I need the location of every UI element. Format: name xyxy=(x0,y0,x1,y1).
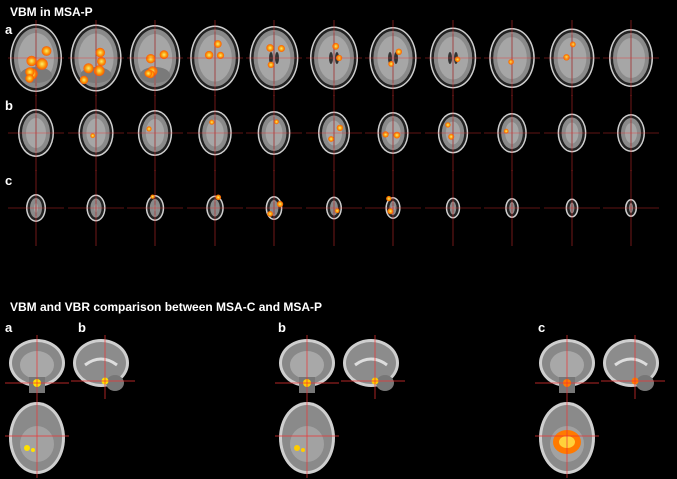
section-title-vbm-msa-p: VBM in MSA-P xyxy=(10,5,93,19)
coronal-view xyxy=(535,335,599,399)
axial-slice xyxy=(603,20,659,96)
row-label-a: a xyxy=(5,22,13,37)
row-label-c: c xyxy=(5,173,13,188)
axial-slice xyxy=(543,170,600,246)
axial-slice xyxy=(186,170,243,246)
slice-row-b xyxy=(0,95,677,175)
coronal-view xyxy=(5,335,69,399)
axial-slice xyxy=(365,95,421,171)
axial-slice xyxy=(246,170,302,246)
row-label-b: b xyxy=(5,98,13,113)
axial-slice xyxy=(484,95,540,171)
panel-label-b: b xyxy=(278,320,286,335)
panel-label-c: c xyxy=(538,320,546,335)
axial-slice xyxy=(365,20,421,96)
sagittal-view xyxy=(341,335,405,399)
axial-slice xyxy=(127,95,183,171)
axial-view xyxy=(5,398,69,478)
axial-slice xyxy=(424,95,481,171)
axial-slice xyxy=(305,20,362,96)
axial-view xyxy=(535,398,599,478)
section-title-comparison: VBM and VBR comparison between MSA-C and… xyxy=(10,300,323,314)
axial-slice xyxy=(484,20,540,96)
axial-slice xyxy=(543,95,600,171)
axial-slice xyxy=(305,170,362,246)
axial-slice xyxy=(67,95,124,171)
sagittal-view xyxy=(71,335,135,399)
sagittal-view xyxy=(601,335,665,399)
axial-slice xyxy=(8,20,64,96)
axial-slice xyxy=(246,20,302,96)
axial-slice xyxy=(186,20,243,96)
slice-row-a xyxy=(0,20,677,100)
axial-slice xyxy=(127,20,183,96)
axial-slice xyxy=(603,95,659,171)
panel-label-b-left: b xyxy=(78,320,86,335)
panel-label-a: a xyxy=(5,320,13,335)
axial-slice xyxy=(246,95,302,171)
axial-slice xyxy=(67,20,124,96)
slice-row-c xyxy=(0,170,677,250)
axial-slice xyxy=(8,170,64,246)
axial-slice xyxy=(127,170,183,246)
axial-slice xyxy=(305,95,362,171)
axial-slice xyxy=(67,170,124,246)
axial-slice xyxy=(424,170,481,246)
axial-slice xyxy=(484,170,540,246)
axial-view xyxy=(275,398,339,478)
axial-slice xyxy=(365,170,421,246)
axial-slice xyxy=(543,20,600,96)
axial-slice xyxy=(603,170,659,246)
axial-slice xyxy=(424,20,481,96)
coronal-view xyxy=(275,335,339,399)
axial-slice xyxy=(8,95,64,171)
axial-slice xyxy=(186,95,243,171)
